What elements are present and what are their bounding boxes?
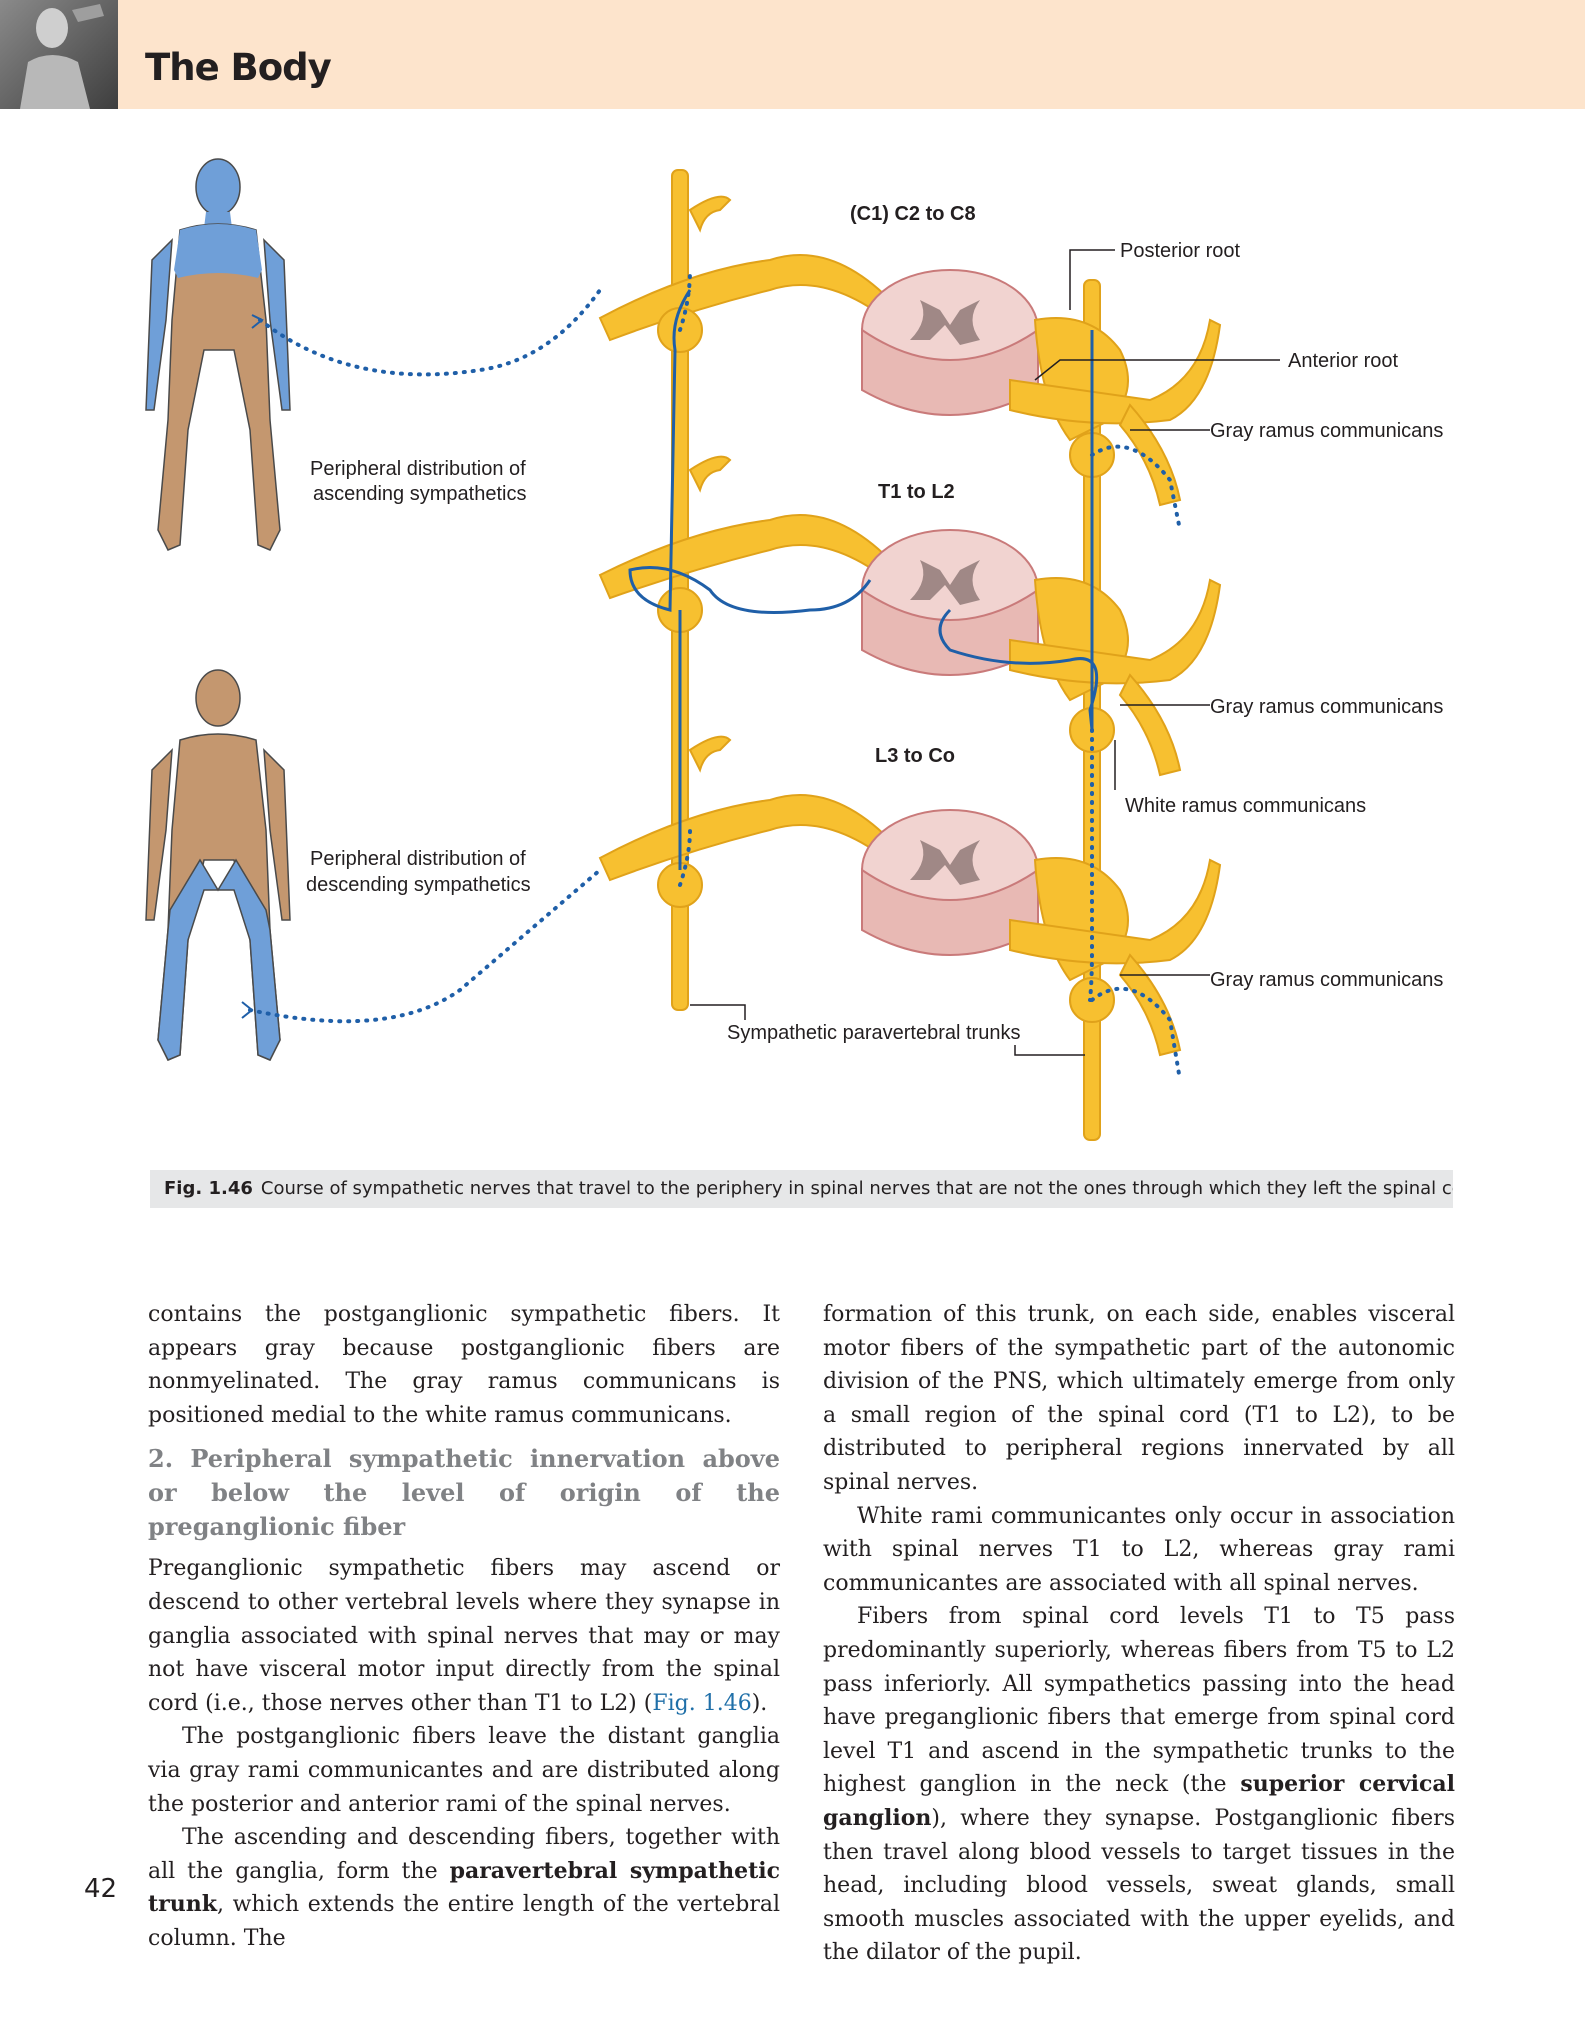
right-paragraph-2: White rami communicantes only occur in a… [823,1503,1455,1596]
descending-body-figure [145,669,291,1061]
label-posterior-root: Posterior root [1120,240,1240,262]
figure-caption: Fig. 1.46 Course of sympathetic nerves th… [150,1170,1453,1208]
ascending-dotted-path [258,288,602,377]
label-gray-ramus-upper: Gray ramus communicans [1210,420,1443,442]
label-ascending-line2: ascending sympathetics [313,483,526,505]
text-column-left: contains the postganglionic sympathetic … [148,1298,780,1956]
left-paragraph-4: The ascending and descending fibers, tog… [148,1825,780,1951]
label-gray-ramus-middle: Gray ramus communicans [1210,696,1443,718]
label-ascending-line1: Peripheral distribution of [310,458,526,480]
descending-dotted-path [248,868,602,1024]
label-anterior-root: Anterior root [1288,350,1398,372]
left-paragraph-2: Preganglionic sympathetic fibers may asc… [148,1556,780,1716]
label-paravertebral-trunks: Sympathetic paravertebral trunks [727,1022,1020,1044]
spinal-level-middle [598,455,1222,777]
sympathetic-nerve-figure: (C1) C2 to C8 Posterior root Anterior ro… [145,158,1443,1141]
spinal-level-lower [598,735,1222,1057]
ascending-body-figure [145,158,291,551]
text-column-right: formation of this trunk, on each side, e… [823,1298,1455,1970]
label-c1-c8: (C1) C2 to C8 [850,203,976,225]
left-paragraph-1: contains the postganglionic sympathetic … [148,1302,780,1428]
right-paragraph-1: formation of this trunk, on each side, e… [823,1302,1455,1495]
label-descending-line1: Peripheral distribution of [310,848,526,870]
label-white-ramus: White ramus communicans [1125,795,1366,817]
page-header-title: The Body [145,46,332,89]
label-t1-l2: T1 to L2 [878,481,955,503]
page-number: 42 [84,1874,118,1904]
right-paragraph-3: Fibers from spinal cord levels T1 to T5 … [823,1604,1456,1966]
caption-text: Course of sympathetic nerves that travel… [260,1178,1453,1199]
header-body-thumbnail [0,0,118,109]
label-l3-co: L3 to Co [875,745,955,767]
term-paravertebral-trunk: paravertebral sympathetic trunk [148,1857,780,1918]
label-gray-ramus-lower: Gray ramus communicans [1210,969,1443,991]
preganglionic-fiber-descending [938,330,1099,731]
spinal-level-upper [598,195,1222,507]
label-descending-line2: descending sympathetics [306,874,531,896]
caption-label: Fig. 1.46 [164,1178,253,1199]
header-band [0,0,1585,109]
preganglionic-fiber-ascending [628,289,872,614]
section-heading: 2. Peripheral sympathetic innervation ab… [148,1444,780,1542]
figure-reference-link[interactable]: Fig. 1.46 [652,1690,752,1716]
term-superior-cervical-ganglion: superior cervical ganglion [823,1771,1456,1831]
left-paragraph-3: The postganglionic fibers leave the dist… [148,1724,780,1817]
